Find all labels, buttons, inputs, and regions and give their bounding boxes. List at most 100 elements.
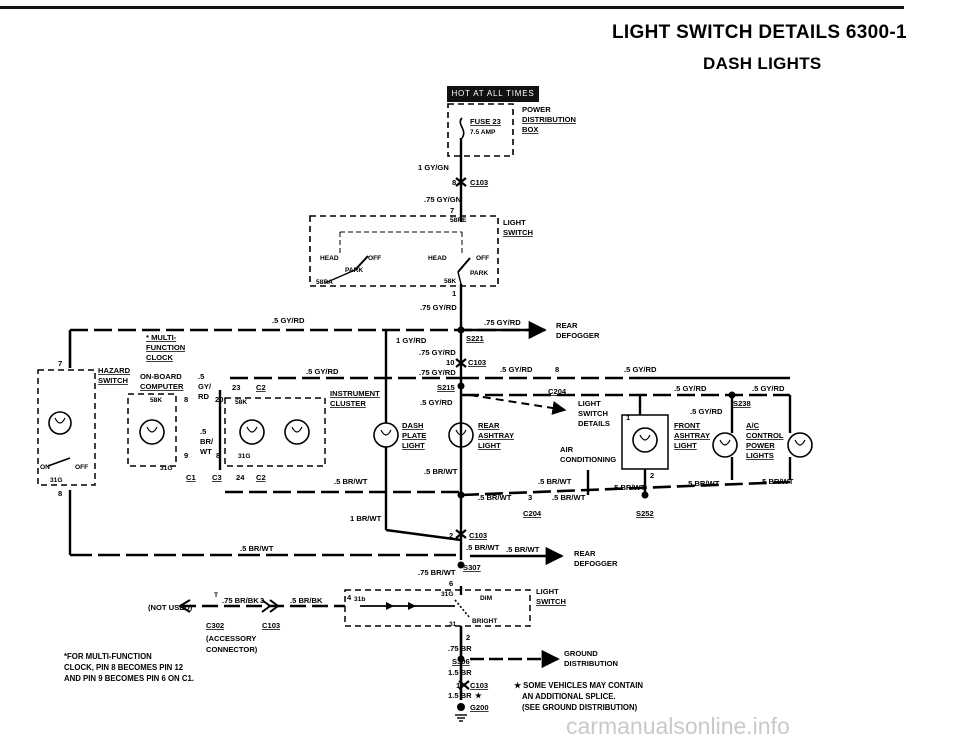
- switch-park-right: PARK: [470, 270, 488, 277]
- splice-s306: S306: [452, 657, 470, 666]
- connector-c204-b: C204: [523, 509, 542, 518]
- ground-g200-dot: [457, 703, 465, 711]
- ac-bulb-2-icon: [787, 432, 813, 458]
- wire-label-gy-rd-5-right4: .5 GY/RD: [752, 384, 785, 393]
- pin-7-hazard: 7: [58, 359, 62, 368]
- connector-c103-d-icon: [261, 599, 280, 613]
- wire-label-gy-gn-1: 1 GY/GN: [418, 163, 449, 172]
- splice-s252-dot: [641, 491, 649, 499]
- connector-c103-b-icon: [455, 358, 467, 368]
- splice-s221-dot: [457, 326, 465, 334]
- rear-ashtray-bulb-icon: [448, 422, 474, 448]
- connector-c2-b: C2: [256, 473, 266, 482]
- terminal-58k: 58K: [444, 278, 456, 285]
- wire-br-bk-75: .75 BR/BK: [222, 596, 259, 605]
- page-subtitle: DASH LIGHTS: [703, 54, 822, 73]
- splice-s252: S252: [636, 509, 654, 518]
- page-title: LIGHT SWITCH DETAILS 6300-1: [612, 22, 907, 43]
- hazard-switch-box: [37, 369, 96, 486]
- wire-label-gy-rd-5-right2: .5 GY/RD: [624, 365, 657, 374]
- splice-dot-mid: [457, 491, 465, 499]
- note-multifunction-3: AND PIN 9 BECOMES PIN 6 ON C1.: [64, 674, 194, 683]
- star-splice-icon: ★: [475, 691, 483, 700]
- power-dist-label-2: DISTRIBUTION: [522, 115, 576, 124]
- multi-label-2: FUNCTION: [146, 343, 185, 352]
- connector-c103-a: C103: [470, 178, 488, 187]
- onboard-label-1: ON-BOARD: [140, 372, 182, 381]
- pin-24: 24: [236, 473, 245, 482]
- note-splice-1: ★ SOME VEHICLES MAY CONTAIN: [514, 681, 643, 690]
- lsd-label-2: SWITCH: [578, 409, 608, 418]
- splice-s306-dot: [457, 655, 465, 663]
- wire-br-15-b: 1.5 BR: [448, 691, 472, 700]
- light-switch-box: [309, 215, 499, 287]
- instrument-cluster-box: [224, 397, 326, 467]
- hazard-label-2: SWITCH: [98, 376, 128, 385]
- ground-dist-label-2: DISTRIBUTION: [564, 659, 618, 668]
- accessory-label-2: CONNECTOR): [206, 645, 258, 654]
- watermark: carmanualsonline.info: [566, 713, 790, 739]
- lsd-label-1: LIGHT: [578, 399, 601, 408]
- power-dist-label-1: POWER: [522, 105, 551, 114]
- terminal-58re: 58RE: [450, 217, 467, 224]
- note-multifunction-2: CLOCK, PIN 8 BECOMES PIN 12: [64, 663, 184, 672]
- wire-br-wt-5-h: .5 BR/WT: [506, 545, 540, 554]
- front-ashtray-label-1: FRONT: [674, 421, 701, 430]
- pin-7-light-switch: 7: [450, 206, 454, 215]
- power-dist-label-3: BOX: [522, 125, 538, 134]
- dash-plate-light: [373, 422, 399, 448]
- wire-br-wt-5-c: .5 BR/WT: [686, 479, 720, 488]
- switch-head-left: HEAD: [320, 255, 339, 262]
- light-switch-label-1: LIGHT: [503, 218, 526, 227]
- wire-br-15-a: 1.5 BR: [448, 668, 472, 677]
- wire-br-wt-75: .75 BR/WT: [418, 568, 456, 577]
- wire-br-wt-5-g: .5 BR/WT: [466, 543, 500, 552]
- front-ashtray-label-2: ASHTRAY: [674, 431, 710, 440]
- lsd-label-3: DETAILS: [578, 419, 610, 428]
- connector-c103-e-icon: [458, 680, 470, 690]
- wire-br-wt-5-cluster: .5 BR/WT: [334, 477, 368, 486]
- hot-at-all-times-badge: HOT AT ALL TIMES: [447, 86, 539, 102]
- pin-8-top: 8: [452, 178, 456, 187]
- ac-control-label-2: CONTROL: [746, 431, 784, 440]
- wire-wt: WT: [200, 447, 212, 456]
- wire-label-gy-rd-75-b: .75 GY/RD: [419, 348, 456, 357]
- pin-6: 6: [449, 579, 453, 588]
- wire-br-wt-5-f: .5 BR/WT: [552, 493, 586, 502]
- rear-ashtray-light: [448, 422, 474, 448]
- fuse-rating: 7.5 AMP: [470, 129, 496, 136]
- terminal-58k-b: 58K: [235, 399, 247, 406]
- switch-bright: BRIGHT: [472, 618, 497, 625]
- connector-c302: C302: [206, 621, 224, 630]
- pin-4: 4: [347, 593, 352, 602]
- pin-2: 2: [449, 531, 453, 540]
- not-used-arrow-icon: [178, 599, 191, 613]
- splice-s307-dot: [457, 561, 465, 569]
- switch-off: OFF: [75, 464, 88, 471]
- terminal-31g-b: 31G: [238, 453, 250, 460]
- rear-defogger-top-2: DEFOGGER: [556, 331, 600, 340]
- splice-s307: S307: [463, 563, 481, 572]
- connector-c103-e: C103: [470, 681, 488, 690]
- connector-c1: C1: [186, 473, 196, 482]
- wire-br-bk-5: .5 BR/BK: [290, 596, 323, 605]
- multi-label-3: CLOCK: [146, 353, 174, 362]
- note-splice-2: AN ADDITIONAL SPLICE.: [522, 692, 616, 701]
- wire-label-gy-rd-5-mid: .5 GY/RD: [306, 367, 339, 376]
- ac-control-label-3: POWER: [746, 441, 775, 450]
- wire-br-wt-1: 1 BR/WT: [350, 514, 382, 523]
- switch-off-left: OFF: [368, 255, 381, 262]
- connector-c204-a: C204: [548, 387, 567, 396]
- multi-function-clock-box: [127, 393, 177, 467]
- wire-label-gy-gn-75: .75 GY/GN: [424, 195, 461, 204]
- light-switch2-label-2: SWITCH: [536, 597, 566, 606]
- fuse-icon: [459, 117, 465, 139]
- wire-label-gy-rd-5-right3: .5 GY/RD: [674, 384, 707, 393]
- pin-10: 10: [446, 358, 454, 367]
- hazard-label-1: HAZARD: [98, 366, 131, 375]
- wire-label-gy-rd-5-ac: .5 GY/RD: [690, 407, 723, 416]
- terminal-58k-a: 58K: [150, 397, 162, 404]
- ac-bulb-1-icon: [712, 432, 738, 458]
- wire-rd: RD: [198, 392, 209, 401]
- connector-c103-c-icon: [455, 529, 467, 539]
